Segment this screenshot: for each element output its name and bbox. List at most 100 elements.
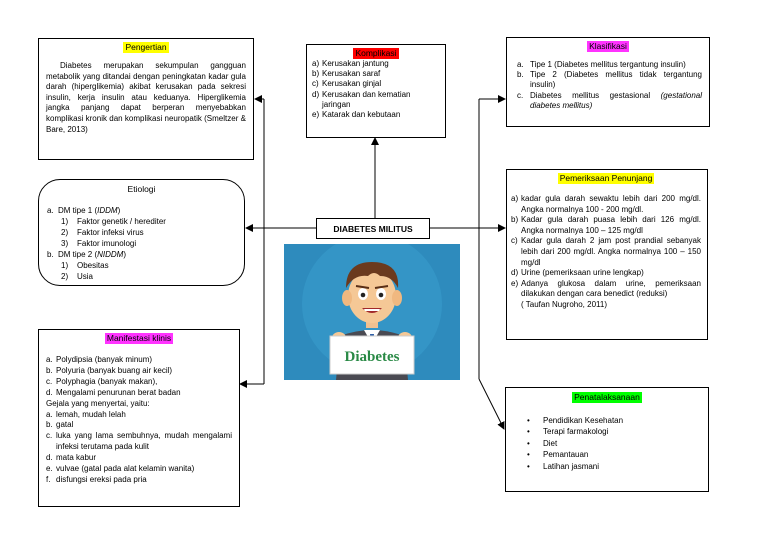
- list-text: gatal: [56, 420, 74, 430]
- list-text: Kadar gula darah puasa lebih dari 126 mg…: [521, 215, 701, 235]
- list-item: e.vulvae (gatal pada alat kelamin wanita…: [46, 464, 232, 475]
- list-marker: a.: [517, 60, 524, 69]
- list-item: 2)Usia: [47, 271, 236, 282]
- pemeriksaan-source: ( Taufan Nugroho, 2011): [521, 299, 607, 309]
- list-text: Latihan jasmani: [543, 461, 600, 471]
- list-marker: b.: [46, 420, 53, 430]
- list-item: a.lemah, mudah lelah: [46, 410, 232, 421]
- list-marker: c.: [46, 431, 53, 441]
- list-item: a)Kerusakan jantung: [312, 59, 440, 69]
- list-text: DM tipe 2 (: [58, 250, 98, 259]
- list-marker: 1): [61, 217, 69, 226]
- list-item: d.Mengalami penurunan berat badan: [46, 388, 232, 399]
- manifestasi-box: Manifestasi klinis a.Polydipsia (banyak …: [38, 329, 240, 507]
- list-text: Usia: [77, 272, 94, 281]
- list-item: a.DM tipe 1 (IDDM): [47, 205, 236, 216]
- manifestasi-list: a.Polydipsia (banyak minum)b.Polyuria (b…: [46, 355, 232, 399]
- bullet-icon: •: [527, 461, 530, 471]
- pemeriksaan-title: Pemeriksaan Penunjang: [557, 173, 655, 184]
- pemeriksaan-list: a)kadar gula darah sewaktu lebih dari 20…: [511, 194, 701, 300]
- list-marker: b.: [46, 365, 53, 375]
- list-item: e)Adanya glukosa dalam urine, pemeriksaa…: [511, 279, 701, 300]
- list-marker: e.: [46, 464, 53, 474]
- list-marker: c.: [517, 90, 524, 100]
- list-text: Faktor imunologi: [77, 239, 137, 248]
- list-marker: d): [312, 89, 320, 99]
- bullet-icon: •: [527, 416, 530, 425]
- list-item: c)Kerusakan ginjal: [312, 79, 440, 89]
- manifestasi-title: Manifestasi klinis: [104, 333, 174, 344]
- list-marker: b): [312, 69, 320, 79]
- list-marker: e): [312, 110, 320, 120]
- list-item: 1)Obesitas: [47, 260, 236, 271]
- list-text: Polyphagia (banyak makan),: [56, 376, 158, 386]
- list-text: Kadar gula darah 2 jam post prandial seb…: [521, 236, 701, 267]
- list-text: Tipe 1 (Diabetes mellitus tergantung ins…: [530, 60, 686, 69]
- list-text: luka yang lama sembuhnya, mudah mengalam…: [56, 431, 232, 452]
- doctor-cartoon-icon: Diabetes: [284, 244, 460, 380]
- list-item: a)kadar gula darah sewaktu lebih dari 20…: [511, 194, 701, 215]
- list-text: Tipe 2 (Diabetes mellitus tidak tergantu…: [530, 70, 702, 90]
- list-text-end: ): [123, 250, 127, 259]
- list-text: Diabetes mellitus gestasional: [530, 90, 661, 100]
- list-marker: 2): [61, 228, 69, 237]
- list-text: Pemantauan: [543, 450, 589, 460]
- bullet-icon: •: [527, 438, 530, 448]
- list-item: 2) Faktor infeksi virus: [47, 227, 236, 238]
- list-item: • Pemantauan: [513, 449, 701, 460]
- penatalaksanaan-list: • Pendidikan Kesehatan • Terapi farmakologi…: [513, 415, 701, 472]
- bullet-icon: •: [527, 450, 530, 460]
- list-item: d.mata kabur: [46, 453, 232, 464]
- list-text: Kerusakan saraf: [322, 69, 381, 79]
- list-item: b.Polyuria (banyak buang air kecil): [46, 366, 232, 377]
- list-item: b.gatal: [46, 420, 232, 431]
- list-item: c)Kadar gula darah 2 jam post prandial s…: [511, 236, 701, 268]
- list-item: b. Tipe 2 (Diabetes mellitus tidak tergan…: [514, 70, 702, 90]
- list-text: Urine (pemeriksaan urine lengkap): [521, 268, 644, 278]
- list-text: Faktor infeksi virus: [77, 228, 144, 237]
- etiologi-title: Etiologi: [127, 184, 156, 194]
- list-item: d)Urine (pemeriksaan urine lengkap): [511, 268, 701, 279]
- penatalaksanaan-box: Penatalaksanaan • Pendidikan Kesehatan • Te…: [505, 387, 709, 492]
- list-text: Diet: [543, 438, 558, 448]
- list-item: 3)Faktor imunologi: [47, 238, 236, 249]
- list-item: b)Kerusakan saraf: [312, 69, 440, 79]
- klasifikasi-box: Klasifikasi a. Tipe 1 (Diabetes mellitus …: [506, 37, 710, 127]
- list-item: • Pendidikan Kesehatan: [513, 415, 701, 426]
- klasifikasi-list: a. Tipe 1 (Diabetes mellitus tergantung i…: [514, 60, 702, 111]
- list-text: Terapi farmakologi: [543, 427, 609, 437]
- list-text: Polyuria (banyak buang air kecil): [56, 365, 173, 375]
- etiologi-box: Etiologi a. DM tipe 1 (IDDM) 1)Faktor gene…: [38, 179, 245, 286]
- list-text: Pendidikan Kesehatan: [543, 416, 624, 425]
- list-marker: c.: [46, 376, 53, 386]
- list-marker: a): [511, 194, 519, 203]
- list-item: c.Polyphagia (banyak makan),: [46, 377, 232, 388]
- list-item: 1)Faktor genetik / herediter: [47, 216, 236, 227]
- list-item: • Terapi farmakologi: [513, 426, 701, 437]
- center-title: DIABETES MILITUS: [316, 218, 430, 239]
- list-text-italic: IDDM: [97, 206, 118, 215]
- list-marker: d): [511, 268, 519, 278]
- list-marker: d.: [46, 387, 53, 397]
- list-item: c.Diabetes mellitus gestasional (gestati…: [514, 91, 702, 111]
- list-item: b. DM tipe 2 (NIDDM): [47, 249, 236, 260]
- pemeriksaan-box: Pemeriksaan Penunjang a)kadar gula darah…: [506, 169, 708, 340]
- list-marker: b.: [47, 250, 54, 259]
- list-text-italic: NIDDM: [97, 250, 124, 259]
- bullet-icon: •: [527, 427, 530, 437]
- list-text: kadar gula darah sewaktu lebih dari 200 …: [521, 194, 701, 214]
- list-marker: c): [312, 79, 319, 89]
- list-item: d)Kerusakan dan kematian jaringan: [312, 90, 440, 110]
- penatalaksanaan-title: Penatalaksanaan: [572, 392, 642, 403]
- list-text: Kerusakan dan kematian jaringan: [322, 89, 411, 109]
- list-item: b)Kadar gula darah puasa lebih dari 126 …: [511, 215, 701, 236]
- list-marker: b.: [517, 70, 524, 80]
- list-marker: a.: [47, 206, 54, 215]
- arrow-to-penatalaksanaan: [478, 378, 505, 430]
- pengertian-title: Pengertian: [123, 42, 169, 53]
- list-text: DM tipe 1 (: [58, 206, 98, 215]
- list-item: c.luka yang lama sembuhnya, mudah mengal…: [46, 431, 232, 453]
- klasifikasi-title: Klasifikasi: [587, 41, 629, 52]
